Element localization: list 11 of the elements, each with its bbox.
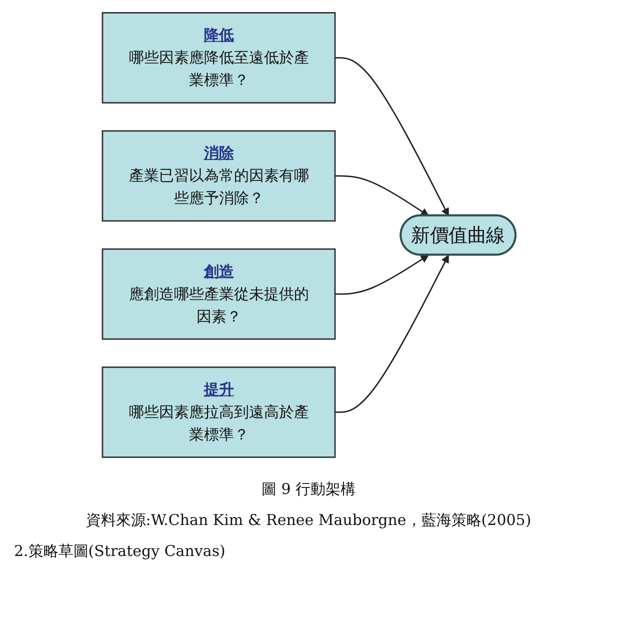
node-box: 提升 哪些因素應拉高到遠高於產業標準？ [101,366,336,458]
arrow [334,175,428,216]
arrow [334,254,448,413]
node-box: 消除 產業已習以為常的因素有哪些應予消除？ [101,130,336,222]
source-note: 資料來源:W.Chan Kim & Renee Mauborgne，藍海策略(2005) [86,511,532,530]
arrow [334,57,448,216]
node-box: 創造 應創造哪些產業從未提供的因素？ [101,248,336,340]
node-box: 降低 哪些因素應降低至遠低於產業標準？ [101,12,336,104]
section-heading: 2.策略草圖(Strategy Canvas) [14,542,226,561]
arrow [334,254,428,295]
figure-caption: 圖 9 行動架構 [261,480,356,499]
